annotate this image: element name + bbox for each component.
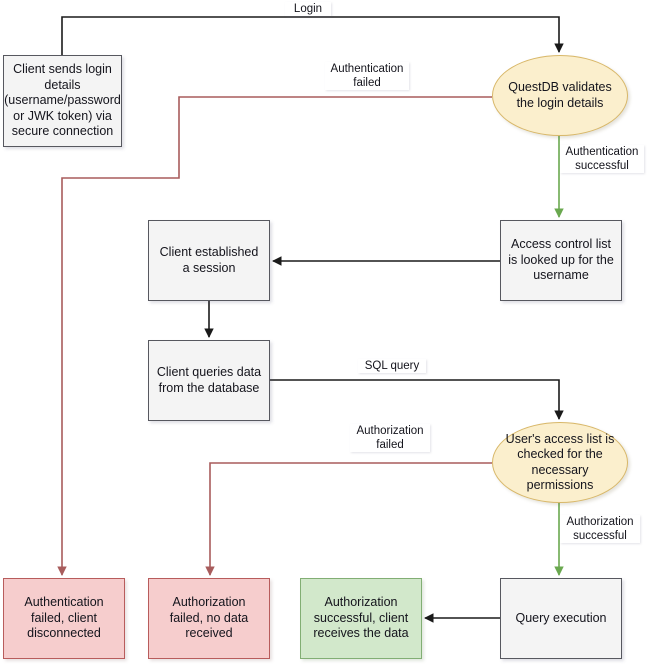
node-label: Authentication failed, client disconnect… — [24, 595, 104, 641]
node-label: Query execution — [515, 610, 607, 625]
node-label: User's access list is checked for the ne… — [505, 431, 615, 493]
edge-label-sql-query: SQL query — [358, 359, 426, 373]
edge-authentication-failed — [57, 96, 492, 576]
node-authorization-failed[interactable]: Authorization failed, no data received — [148, 578, 270, 659]
edge-label-authorization-successful: Authorization successful — [560, 515, 640, 543]
node-users-access-list[interactable]: User's access list is checked for the ne… — [492, 422, 628, 503]
edge-label-authentication-failed: Authentication failed — [325, 62, 409, 90]
edge-label-authentication-successful: Authentication successful — [560, 145, 644, 173]
node-query-execution[interactable]: Query execution — [500, 578, 622, 659]
node-label: Authorization successful, client receive… — [313, 595, 409, 641]
node-authentication-failed[interactable]: Authentication failed, client disconnect… — [3, 578, 125, 659]
node-client-login-details[interactable]: Client sends login details (username/pas… — [3, 55, 122, 147]
edge-login — [61, 16, 564, 55]
node-label: Access control list is looked up for the… — [508, 237, 614, 283]
node-label: Authorization failed, no data received — [169, 595, 249, 641]
node-label: Client established a session — [159, 245, 259, 275]
node-label: Client sends login details (username/pas… — [4, 62, 121, 139]
node-client-queries-data[interactable]: Client queries data from the database — [148, 340, 270, 421]
node-label: Client queries data from the database — [156, 365, 262, 395]
node-authorization-successful[interactable]: Authorization successful, client receive… — [300, 578, 422, 659]
node-client-session[interactable]: Client established a session — [148, 220, 270, 301]
edge-authorization-failed — [205, 462, 492, 576]
edge-sql-query — [270, 379, 564, 420]
edge-label-authorization-failed: Authorization failed — [350, 424, 430, 452]
node-label: QuestDB validates the login details — [508, 80, 612, 110]
node-questdb-validates[interactable]: QuestDB validates the login details — [492, 55, 628, 136]
edge-label-login: Login — [285, 2, 331, 16]
node-access-control-list[interactable]: Access control list is looked up for the… — [500, 220, 622, 301]
